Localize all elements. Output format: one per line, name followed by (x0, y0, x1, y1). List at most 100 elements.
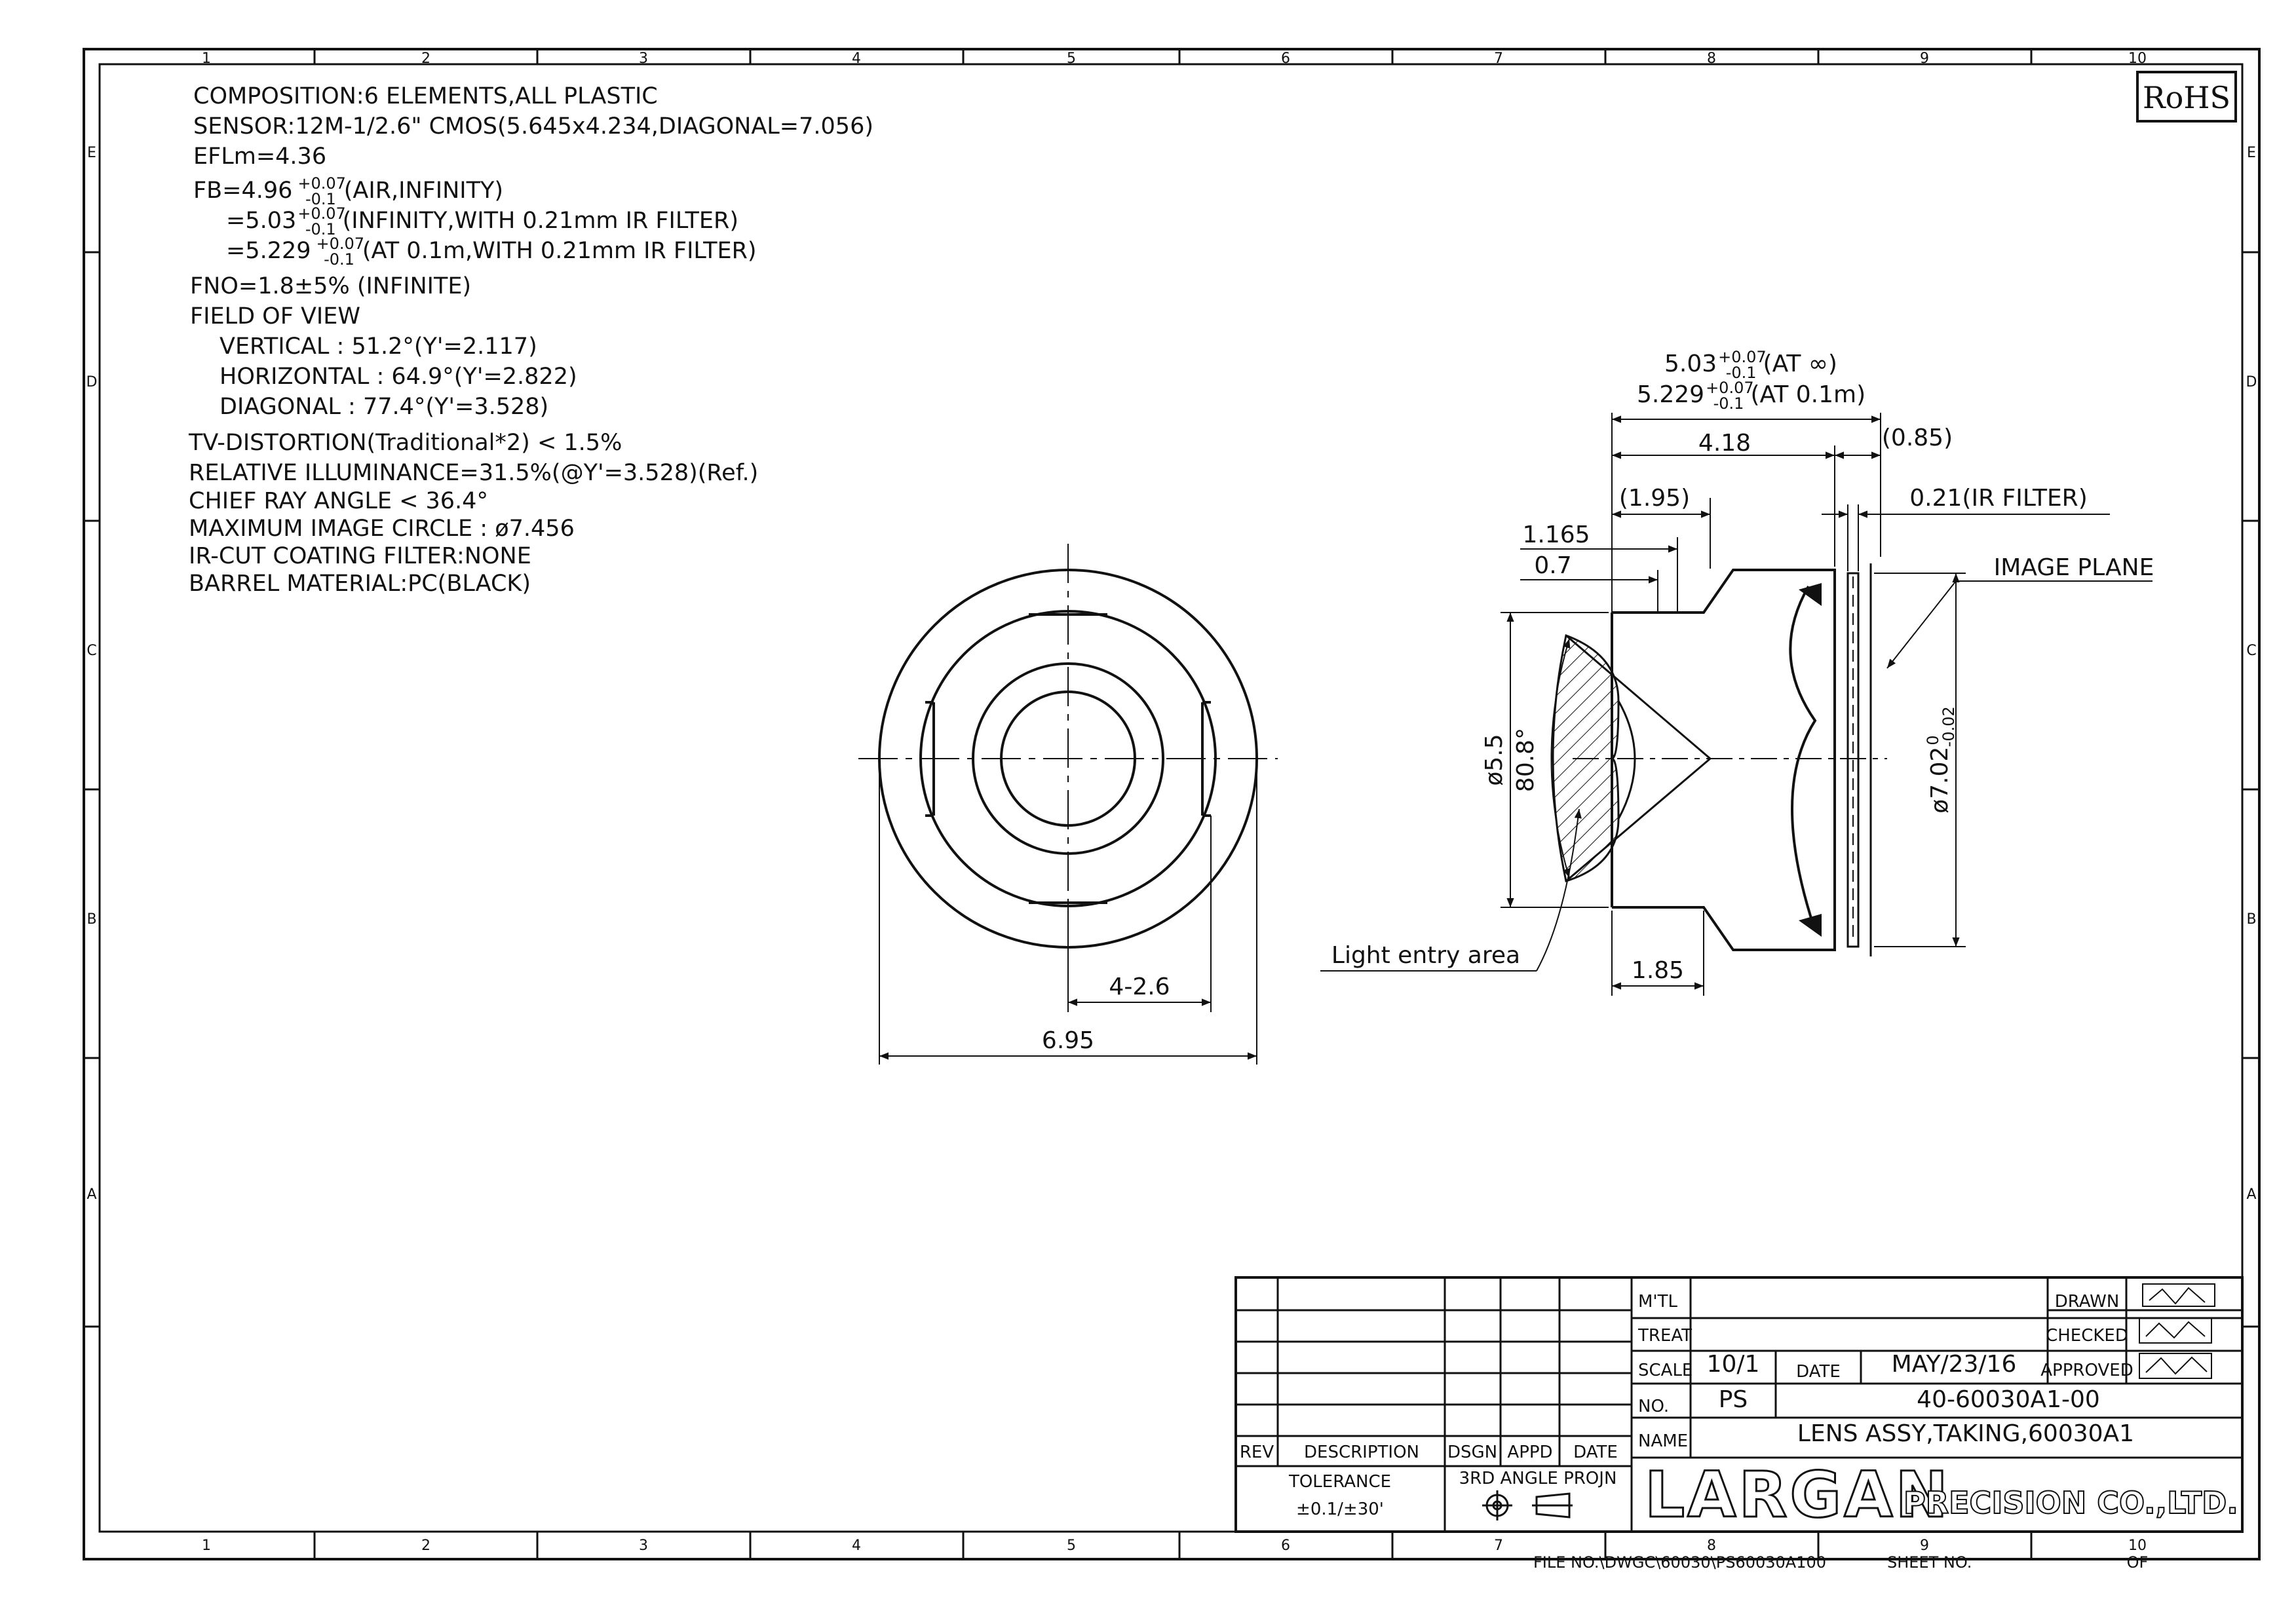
spec-relative-illuminance: RELATIVE ILLUMINANCE=31.5%(@Y'=3.528)(Re… (189, 460, 758, 486)
third-angle-projection-icon (1482, 1490, 1573, 1520)
dim-slot-label: 4-2.6 (1109, 973, 1170, 1000)
signature-stamps (2139, 1283, 2215, 1379)
row-label-right-b: B (2246, 911, 2256, 928)
dim-length-label: 4.18 (1698, 430, 1751, 457)
treat-label: TREAT (1637, 1326, 1692, 1346)
front-view: 4-2.6 6.95 (858, 544, 1278, 1065)
dim-dia702-label: ø7.020-0.02 (1924, 706, 1958, 814)
row-label-right-d: D (2246, 374, 2257, 390)
col-label-bottom-1: 1 (202, 1538, 211, 1554)
spec-barrel-material: BARREL MATERIAL:PC(BLACK) (189, 571, 531, 597)
dim-07-label: 0.7 (1534, 552, 1571, 579)
row-label-left-b: B (86, 911, 96, 928)
spec-fov-horizontal: HORIZONTAL : 64.9°(Y'=2.822) (220, 364, 577, 390)
col-label-bottom-9: 9 (1920, 1538, 1929, 1554)
file-number: FILE NO.\DWGC\60030\PS60030A100 (1533, 1553, 1826, 1572)
col-label-top-2: 2 (421, 50, 430, 67)
no-prefix: PS (1719, 1386, 1748, 1413)
side-view: 5.03+0.07-0.1(AT ∞) 5.229+0.07-0.1(AT 0.… (1320, 348, 2154, 996)
scale-value: 10/1 (1707, 1351, 1760, 1378)
approved-label: APPROVED (2040, 1361, 2133, 1380)
col-label-bottom-4: 4 (852, 1538, 861, 1554)
part-name: LENS ASSY,TAKING,60030A1 (1797, 1420, 2134, 1447)
col-label-bottom-7: 7 (1494, 1538, 1503, 1554)
col-label-top-7: 7 (1494, 50, 1503, 67)
col-label-bottom-10: 10 (2128, 1538, 2147, 1554)
spec-max-image-circle: MAXIMUM IMAGE CIRCLE : ø7.456 (189, 516, 575, 542)
spec-composition: COMPOSITION:6 ELEMENTS,ALL PLASTIC (193, 83, 658, 109)
row-label-right-e: E (2247, 145, 2256, 161)
col-label-top-8: 8 (1707, 50, 1716, 67)
spec-sensor: SENSOR:12M-1/2.6" CMOS(5.645x4.234,DIAGO… (193, 113, 873, 140)
drawing-border: 1 2 3 4 5 6 7 8 9 10 1 2 3 4 5 6 7 8 9 1… (83, 48, 2261, 1560)
tolerance-value: ±0.1/±30' (1296, 1500, 1384, 1519)
company-suffix: PRECISION CO.,LTD. (1904, 1485, 2238, 1520)
dim-dia55-label: ø5.5 (1481, 734, 1508, 785)
col-label-top-4: 4 (852, 50, 861, 67)
drawn-label: DRAWN (2055, 1292, 2120, 1312)
no-label: NO. (1638, 1397, 1669, 1416)
dim-195-label: (1.95) (1619, 485, 1690, 512)
dim-085-label: (0.85) (1882, 425, 1953, 451)
svg-text:RoHS: RoHS (2143, 80, 2230, 115)
col-label-top-5: 5 (1067, 50, 1076, 67)
col-label-top-9: 9 (1920, 50, 1929, 67)
spec-ir-cut: IR-CUT COATING FILTER:NONE (189, 543, 531, 569)
spec-fov-diagonal: DIAGONAL : 77.4°(Y'=3.528) (220, 394, 548, 420)
spec-tv-distortion: TV-DISTORTION(Traditional*2) < 1.5% (188, 430, 622, 456)
title-block: REV DESCRIPTION DSGN APPD DATE TOLERANCE… (1234, 1276, 2244, 1572)
light-entry-area-label: Light entry area (1331, 942, 1520, 969)
spec-chief-ray-angle: CHIEF RAY ANGLE < 36.4° (189, 488, 488, 514)
spec-fb-ir-filter: =5.03+0.07-0.1(INFINITY,WITH 0.21mm IR F… (226, 204, 738, 238)
date-label: DATE (1573, 1443, 1618, 1462)
dim-angle-label: 80.8° (1512, 728, 1539, 792)
dim-outer-diameter-label: 6.95 (1042, 1027, 1094, 1054)
dim-fb-infinity: 5.03+0.07-0.1(AT ∞) (1664, 348, 1837, 382)
projection-label: 3RD ANGLE PROJN (1459, 1469, 1617, 1488)
spec-fno: FNO=1.8±5% (INFINITE) (190, 273, 471, 299)
col-label-top-3: 3 (639, 50, 648, 67)
spec-fov-title: FIELD OF VIEW (190, 303, 360, 330)
dsgn-label: DSGN (1447, 1443, 1497, 1462)
col-label-top-6: 6 (1281, 50, 1290, 67)
date-value: MAY/23/16 (1892, 1351, 2017, 1378)
row-label-left-e: E (87, 145, 96, 161)
dim-185-label: 1.85 (1632, 957, 1684, 984)
date-field-label: DATE (1796, 1362, 1841, 1382)
lens-specifications: COMPOSITION:6 ELEMENTS,ALL PLASTIC SENSO… (188, 83, 873, 597)
col-label-bottom-2: 2 (421, 1538, 430, 1554)
drawing-number: 40-60030A1-00 (1917, 1386, 2100, 1413)
row-label-left-a: A (86, 1186, 96, 1203)
spec-efl: EFLm=4.36 (193, 143, 326, 170)
tolerance-label: TOLERANCE (1288, 1472, 1391, 1492)
rohs-badge: RoHS (2136, 71, 2237, 123)
image-plane-label: IMAGE PLANE (1994, 554, 2154, 581)
rev-label: REV (1240, 1443, 1274, 1462)
appd-label: APPD (1507, 1443, 1552, 1462)
col-label-top-1: 1 (202, 50, 211, 67)
dim-fb-near: 5.229+0.07-0.1(AT 0.1m) (1637, 379, 1866, 413)
sheet-of-label: OF (2127, 1553, 2149, 1572)
col-label-bottom-5: 5 (1067, 1538, 1076, 1554)
col-label-top-10: 10 (2128, 50, 2147, 67)
row-label-left-d: D (86, 374, 98, 390)
row-label-right-a: A (2246, 1186, 2256, 1203)
mtl-label: M'TL (1638, 1292, 1677, 1312)
col-label-bottom-8: 8 (1707, 1538, 1716, 1554)
spec-fb-air: FB=4.96+0.07-0.1(AIR,INFINITY) (193, 174, 503, 208)
spec-fb-near: =5.229+0.07-0.1(AT 0.1m,WITH 0.21mm IR F… (226, 235, 757, 269)
dim-1165-label: 1.165 (1522, 521, 1590, 548)
spec-fov-vertical: VERTICAL : 51.2°(Y'=2.117) (220, 333, 537, 360)
row-label-right-c: C (2246, 643, 2256, 659)
company-logo: LARGAN (1645, 1458, 1951, 1532)
sheet-number-label: SHEET NO. (1887, 1553, 1972, 1572)
col-label-bottom-3: 3 (639, 1538, 648, 1554)
dim-ir-filter-label: 0.21(IR FILTER) (1909, 485, 2088, 512)
description-label: DESCRIPTION (1304, 1443, 1419, 1462)
row-label-left-c: C (86, 643, 96, 659)
checked-label: CHECKED (2046, 1326, 2128, 1346)
scale-label: SCALE (1638, 1361, 1693, 1380)
col-label-bottom-6: 6 (1281, 1538, 1290, 1554)
name-label: NAME (1638, 1431, 1688, 1451)
